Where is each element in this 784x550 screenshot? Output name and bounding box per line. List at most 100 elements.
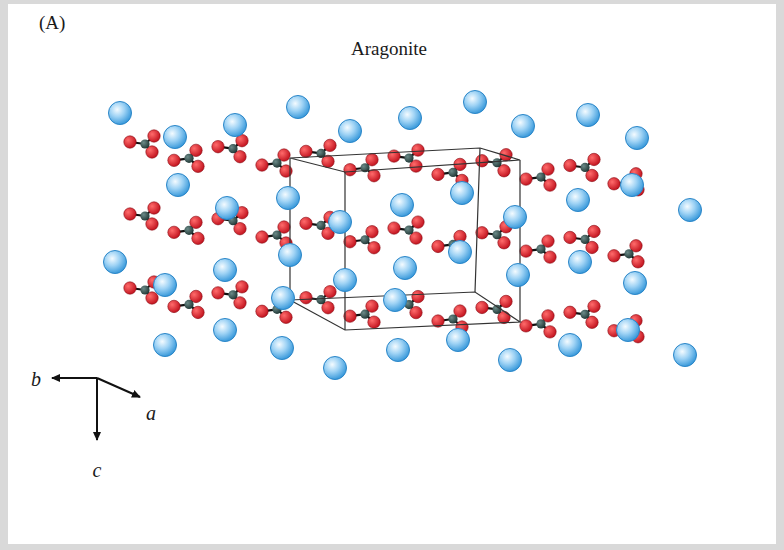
carbonate-group	[476, 295, 512, 323]
oxygen-atom	[588, 300, 600, 312]
carbonate-group	[344, 226, 380, 254]
carbonate-group	[564, 225, 600, 253]
oxygen-atom	[344, 236, 356, 248]
carbon-atom	[404, 153, 413, 162]
calcium-atom	[567, 189, 590, 212]
carbon-atom	[228, 290, 237, 299]
oxygen-atom	[368, 170, 380, 182]
oxygen-atom	[632, 256, 644, 268]
calcium-atom	[339, 120, 362, 143]
oxygen-atom	[256, 305, 268, 317]
oxygen-atom	[192, 160, 204, 172]
carbon-atom	[624, 249, 633, 258]
oxygen-atom	[192, 232, 204, 244]
oxygen-atom	[412, 216, 424, 228]
oxygen-atom	[432, 240, 444, 252]
axis-label: a	[146, 402, 156, 424]
oxygen-atom	[236, 281, 248, 293]
oxygen-atom	[300, 217, 312, 229]
oxygen-atom	[520, 245, 532, 257]
calcium-atom	[391, 194, 414, 217]
calcium-atom	[499, 349, 522, 372]
calcium-atom	[387, 339, 410, 362]
carbonate-group	[168, 290, 204, 318]
oxygen-atom	[544, 251, 556, 263]
calcium-atom	[394, 257, 417, 280]
oxygen-atom	[564, 306, 576, 318]
carbonate-group	[388, 216, 424, 244]
axis-label: b	[31, 368, 41, 390]
calcium-atom	[109, 102, 132, 125]
calcium-atom	[324, 357, 347, 380]
figure-title-wrap: Aragonite	[351, 38, 427, 60]
carbon-atom	[184, 154, 193, 163]
calcium-atom	[559, 334, 582, 357]
oxygen-atom	[432, 168, 444, 180]
calcium-atom	[154, 274, 177, 297]
calcium-atom	[224, 114, 247, 137]
axis-label-wrap: a	[146, 402, 156, 425]
oxygen-atom	[324, 286, 336, 298]
carbon-atom	[140, 285, 149, 294]
carbonate-group	[608, 240, 644, 268]
carbon-atom	[228, 144, 237, 153]
oxygen-atom	[148, 202, 160, 214]
carbonate-group	[608, 315, 644, 343]
panel-letter: (A)	[39, 12, 65, 33]
oxygen-atom	[544, 326, 556, 338]
calcium-atom	[277, 187, 300, 210]
calcium-atom	[279, 244, 302, 267]
carbon-atom	[184, 226, 193, 235]
calcium-atom	[569, 251, 592, 274]
oxygen-atom	[168, 300, 180, 312]
calcium-atom	[287, 96, 310, 119]
calcium-atom	[504, 206, 527, 229]
oxygen-atom	[520, 173, 532, 185]
calcium-atom	[384, 289, 407, 312]
oxygen-atom	[412, 144, 424, 156]
carbon-atom	[536, 245, 545, 254]
oxygen-atom	[608, 178, 620, 190]
oxygen-atom	[476, 301, 488, 313]
carbonate-group	[520, 310, 556, 338]
carbonate-group	[212, 281, 248, 309]
calcium-atom	[617, 319, 640, 342]
oxygen-atom	[124, 208, 136, 220]
calcium-atom	[164, 126, 187, 149]
oxygen-atom	[168, 154, 180, 166]
oxygen-atom	[544, 179, 556, 191]
calcium-atom	[154, 334, 177, 357]
axis-label-wrap: c	[93, 459, 102, 482]
oxygen-atom	[368, 316, 380, 328]
carbon-atom	[140, 211, 149, 220]
oxygen-atom	[192, 306, 204, 318]
oxygen-atom	[412, 290, 424, 302]
oxygen-atom	[520, 320, 532, 332]
calcium-atom	[621, 174, 644, 197]
oxygen-atom	[564, 159, 576, 171]
calcium-atom	[624, 272, 647, 295]
carbonate-group	[608, 168, 644, 196]
axis-triad	[52, 378, 140, 440]
calcium-atom	[451, 182, 474, 205]
carbonate-group	[212, 134, 248, 162]
oxygen-atom	[588, 225, 600, 237]
carbonate-group	[124, 130, 160, 158]
oxygen-atom	[256, 231, 268, 243]
calcium-atom	[329, 211, 352, 234]
carbonate-group	[520, 235, 556, 263]
carbon-atom	[272, 158, 281, 167]
oxygen-atom	[124, 282, 136, 294]
oxygen-atom	[212, 287, 224, 299]
picture-ground	[8, 4, 776, 544]
carbon-atom	[316, 221, 325, 230]
calcium-atom	[104, 251, 127, 274]
oxygen-atom	[476, 155, 488, 167]
panel-letter-wrap: (A)	[39, 12, 65, 34]
calcium-atom	[399, 107, 422, 130]
calcium-atom	[679, 199, 702, 222]
carbon-atom	[492, 158, 501, 167]
calcium-atom	[626, 127, 649, 150]
oxygen-atom	[300, 292, 312, 304]
carbon-atom	[184, 300, 193, 309]
